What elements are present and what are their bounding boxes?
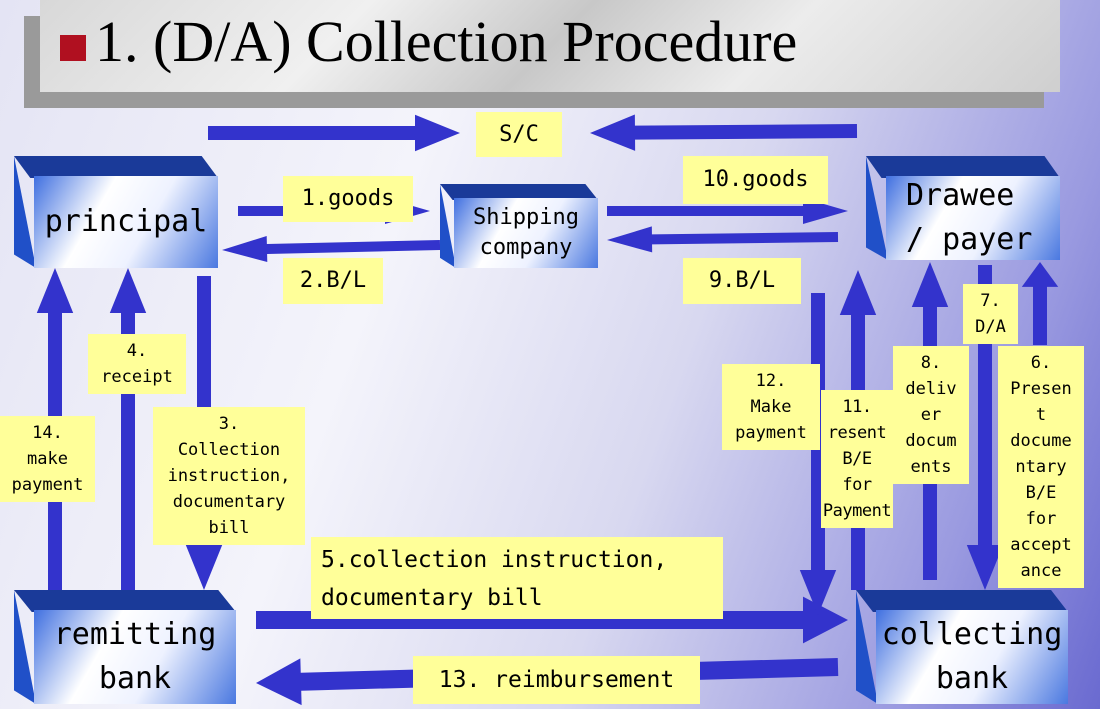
principal-label: principal (34, 176, 218, 268)
label-9-bl: 9.B/L (683, 258, 801, 304)
collecting-bank-box: collecting bank (856, 590, 1068, 704)
label-2-bl: 2.B/L (283, 258, 383, 304)
label-13-reimbursement: 13. reimbursement (413, 656, 700, 704)
shipping-company-label: Shipping company (454, 198, 598, 268)
remitting-bank-label: remitting bank (34, 610, 236, 704)
principal-box: principal (14, 156, 218, 268)
label-1-goods: 1.goods (283, 176, 413, 222)
label-12-make-payment: 12. Make payment (722, 364, 820, 450)
arrow-2-bl (222, 235, 441, 262)
label-8-deliver-documents: 8. deliv er docum ents (893, 346, 969, 484)
label-3-collection-instruction: 3. Collection instruction, documentary b… (153, 407, 305, 545)
label-10-goods: 10.goods (683, 156, 828, 204)
label-14-make-payment: 14. make payment (0, 416, 95, 502)
arrow-4-receipt (109, 268, 147, 590)
title-bar: 1. (D/A) Collection Procedure (40, 0, 1060, 92)
label-6-present-be: 6. Presen t docume ntary B/E for accept … (998, 346, 1084, 588)
page-title: 1. (D/A) Collection Procedure (95, 9, 798, 74)
arrow-sc-left (208, 114, 460, 152)
label-4-receipt: 4. receipt (88, 334, 186, 394)
bullet-icon (60, 35, 86, 61)
arrow-6-present (1021, 262, 1059, 345)
arrow-sc-right (590, 114, 858, 151)
arrow-5-documents (256, 596, 848, 644)
label-5-collection-instruction: 5.collection instruction, documentary bi… (311, 537, 723, 619)
label-sc: S/C (476, 112, 562, 157)
drawee-box: Drawee / payer (866, 156, 1060, 260)
arrow-10-goods (607, 198, 848, 224)
shipping-company-box: Shipping company (440, 184, 598, 268)
arrow-9-bl (607, 226, 839, 253)
remitting-bank-box: remitting bank (14, 590, 236, 704)
label-11-present-be: 11. resent B/E for Payment (821, 390, 893, 528)
arrow-12-make-payment (799, 293, 837, 615)
collecting-bank-label: collecting bank (876, 610, 1068, 704)
drawee-label: Drawee / payer (886, 176, 1060, 260)
label-7-da: 7. D/A (963, 284, 1018, 344)
arrow-7-da (966, 265, 1004, 590)
